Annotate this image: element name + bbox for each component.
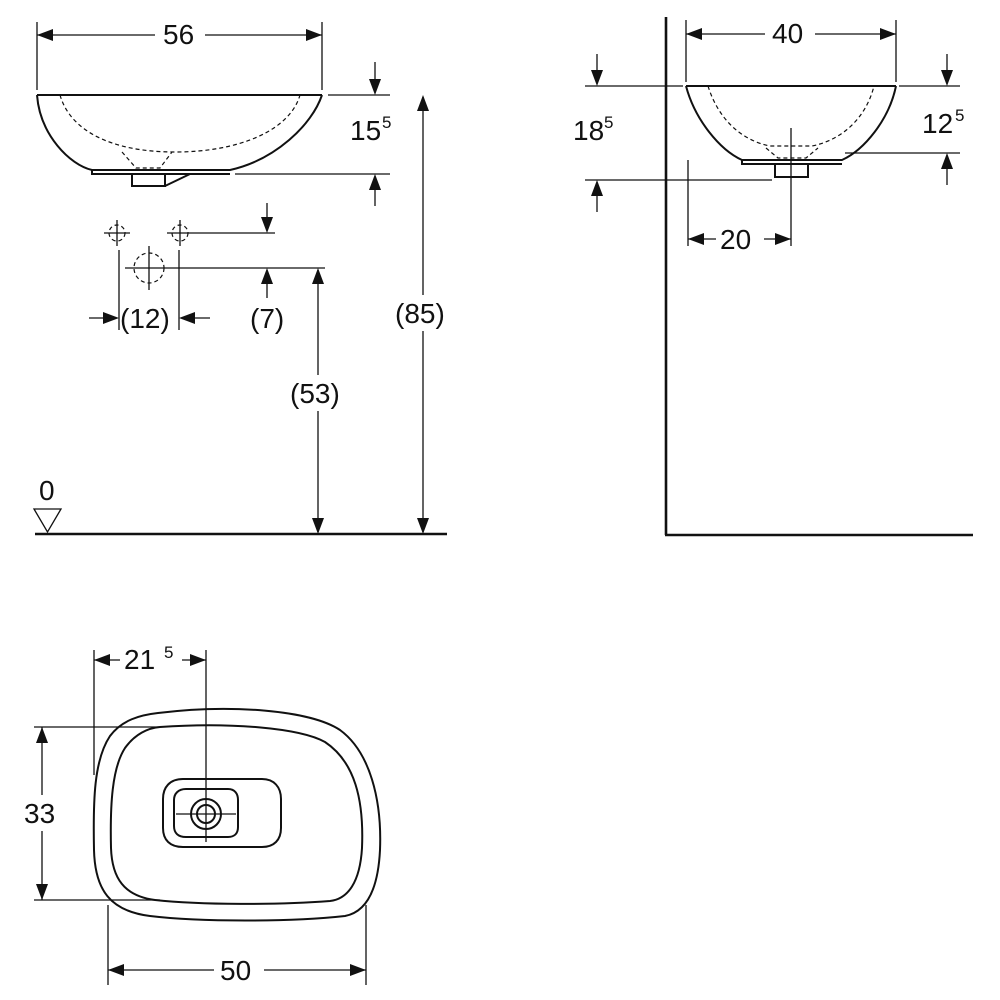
dim-bowl-height-12-5-main: 12 xyxy=(922,108,953,139)
dim-depth-40-label: 40 xyxy=(772,18,803,49)
dim-tap-spacing-12-label: (12) xyxy=(120,303,170,334)
dim-basin-height-15-5-sup: 5 xyxy=(382,113,391,132)
basin-top-outer-outline xyxy=(92,707,382,922)
dim-drain-offset-21-5: 21 5 xyxy=(93,642,206,775)
dim-bowl-height-12-5: 12 5 xyxy=(845,54,964,185)
dim-depth-33-label: 33 xyxy=(24,798,55,829)
dim-drain-offset-21-5-sup: 5 xyxy=(164,643,173,662)
dim-outlet-height-53-label: (53) xyxy=(290,378,340,409)
dim-basin-height-15-5-main: 15 xyxy=(350,115,381,146)
basin-side-outline xyxy=(685,85,897,246)
front-view: 0 xyxy=(32,15,453,536)
dim-width-56: 56 xyxy=(36,15,323,90)
dim-width-50: 50 xyxy=(107,905,367,988)
tap-hole-symbols xyxy=(104,220,325,330)
dim-width-56-label: 56 xyxy=(163,19,194,50)
dim-basin-height-15-5: 15 5 xyxy=(235,62,391,206)
dim-outlet-height-53: (53) xyxy=(290,268,348,534)
dim-tap-offset-7-label: (7) xyxy=(250,303,284,334)
drain-area xyxy=(162,650,282,848)
dim-drain-offset-20-label: 20 xyxy=(720,224,751,255)
floor-level-label: 0 xyxy=(39,475,55,506)
dim-depth-40: 40 xyxy=(685,15,897,82)
dim-rim-height-85-label: (85) xyxy=(395,298,445,329)
dim-overall-height-18-5-main: 18 xyxy=(573,115,604,146)
dim-drain-offset-20: 20 xyxy=(687,160,791,256)
dim-rim-height-85: (85) xyxy=(395,95,453,534)
basin-front-outline xyxy=(36,94,323,187)
dim-overall-height-18-5: 18 5 xyxy=(573,54,772,212)
side-view: 40 18 5 12 5 xyxy=(573,15,973,537)
dim-tap-offset-7: (7) xyxy=(250,203,284,334)
dim-depth-33: 33 xyxy=(20,726,160,901)
top-view: 21 5 33 50 xyxy=(20,642,382,988)
basin-top-inner-outline xyxy=(109,724,364,905)
dim-tap-spacing-12: (12) xyxy=(89,303,210,334)
dim-bowl-height-12-5-sup: 5 xyxy=(955,106,964,125)
floor-level-symbol xyxy=(32,508,63,534)
dim-width-50-label: 50 xyxy=(220,955,251,986)
dim-overall-height-18-5-sup: 5 xyxy=(604,113,613,132)
dim-drain-offset-21-5-main: 21 xyxy=(124,644,155,675)
